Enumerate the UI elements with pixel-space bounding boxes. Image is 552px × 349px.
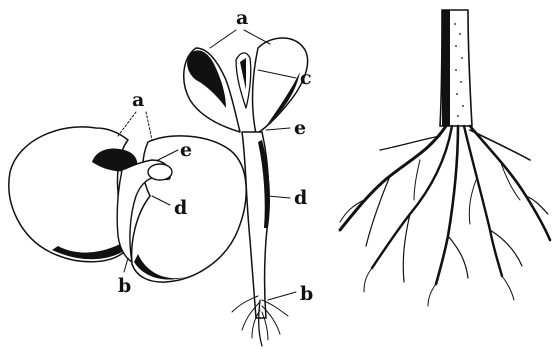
seed-label-b: b <box>118 275 131 297</box>
root-stem-dark-band <box>442 10 450 126</box>
seed-knob <box>148 164 172 180</box>
seed-label-e: e <box>180 139 192 161</box>
seed-label-a: a <box>132 89 144 111</box>
seedling-label-a: a <box>236 7 248 29</box>
root-system-figure <box>340 10 550 306</box>
seed-left-cotyledon <box>9 127 128 262</box>
root-branches <box>340 126 550 306</box>
seedling-label-b: b <box>300 283 313 305</box>
seed-label-d: d <box>174 197 187 219</box>
seedling-label-d: d <box>294 187 307 209</box>
seedling-label-c: c <box>300 67 312 89</box>
seedling-roots <box>232 296 288 346</box>
seedling-label-e: e <box>294 117 306 139</box>
